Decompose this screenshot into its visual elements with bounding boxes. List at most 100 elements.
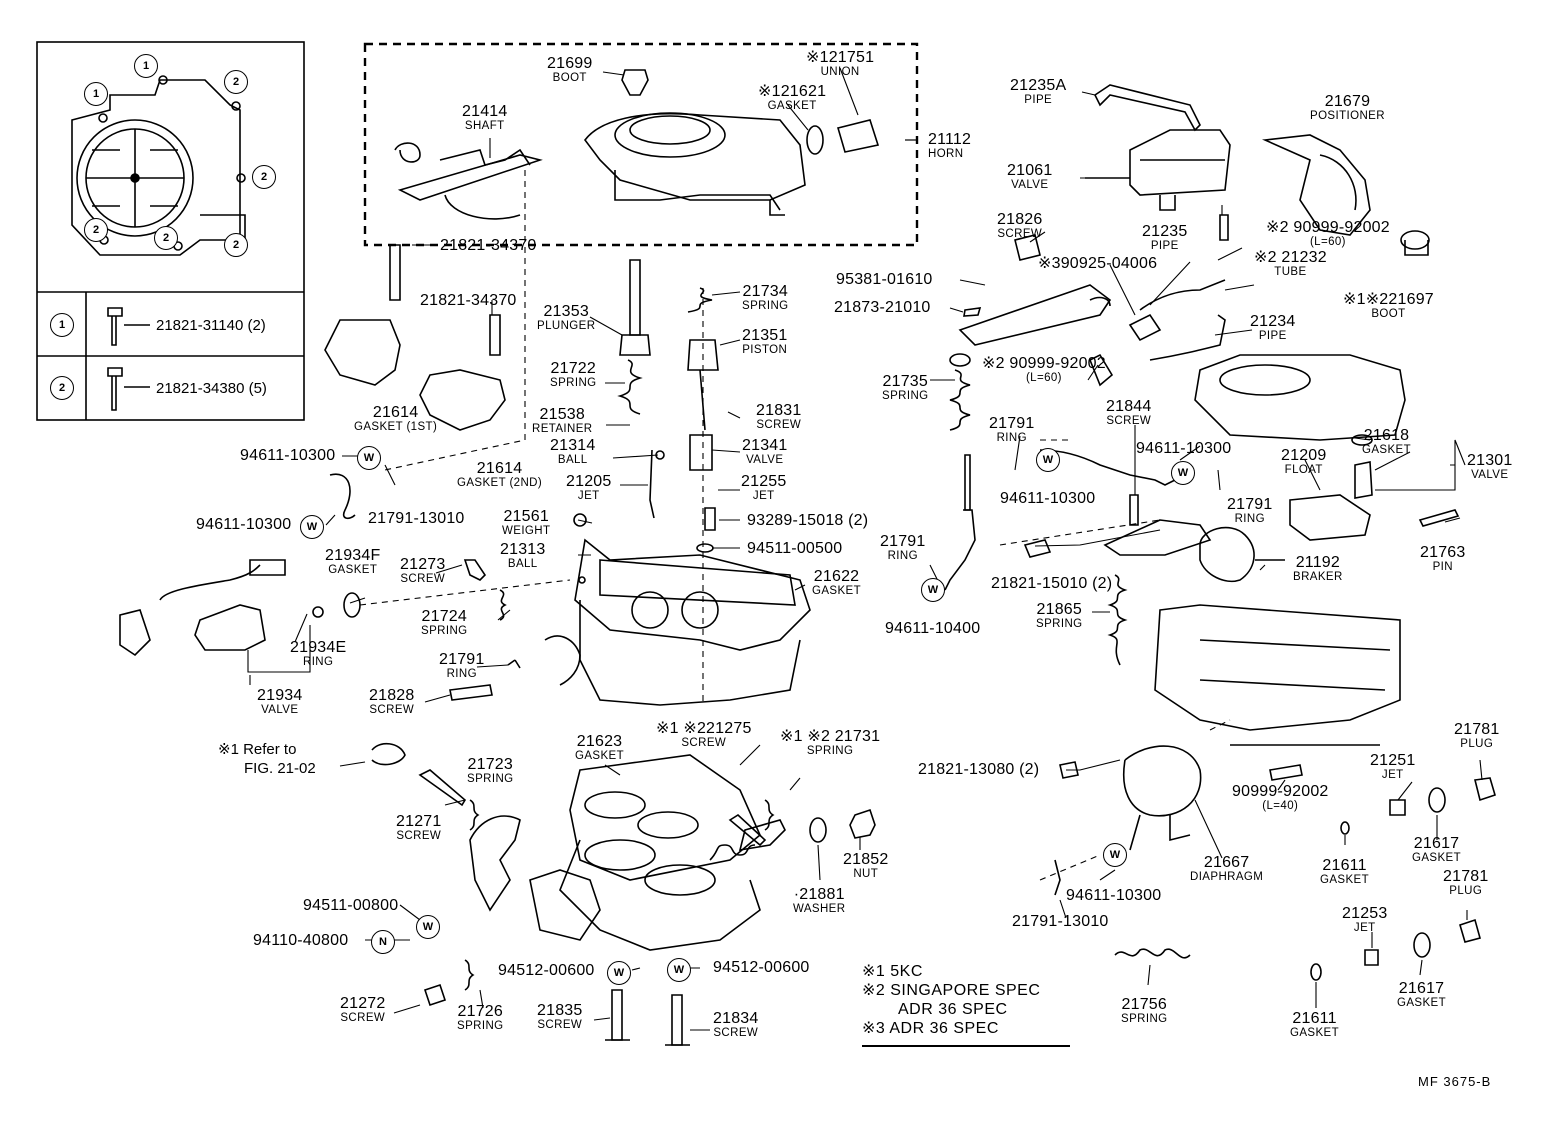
note-2b: ADR 36 SPEC bbox=[898, 1001, 1008, 1018]
washer-mark: W bbox=[1036, 448, 1060, 472]
refer-note-line2: FIG. 21-02 bbox=[244, 760, 316, 777]
callout-2-bm: 2 bbox=[154, 226, 178, 250]
note-3: ※3 ADR 36 SPEC bbox=[862, 1020, 999, 1037]
washer-mark: W bbox=[1171, 461, 1195, 485]
inset-frame bbox=[36, 41, 305, 421]
row-1-bolt-label: 21821-31140 (2) bbox=[156, 317, 266, 334]
spec-notes: ※1 5KC ※2 SINGAPORE SPEC ADR 36 SPEC ※3 … bbox=[862, 962, 1040, 1038]
part-94611-10300-a: 94611-10300 bbox=[240, 447, 336, 464]
note-1: ※1 5KC bbox=[862, 963, 923, 980]
left-parts bbox=[119, 244, 506, 657]
part-94512-00600-a: 94512-00600 bbox=[498, 962, 595, 979]
center-stack bbox=[449, 259, 811, 706]
part-94611-10300-e: 94611-10300 bbox=[1066, 887, 1162, 904]
horn-box bbox=[363, 42, 919, 247]
part-94511-00800: 94511-00800 bbox=[303, 897, 399, 914]
part-94110-40800: 94110-40800 bbox=[253, 932, 349, 949]
washer-mark: W bbox=[1103, 843, 1127, 867]
leader-lines bbox=[247, 67, 1483, 1031]
washer-mark: W bbox=[300, 515, 324, 539]
part-21821-13080: 21821-13080 (2) bbox=[918, 761, 1040, 778]
callout-1-top: 1 bbox=[134, 54, 158, 78]
nut-mark: N bbox=[371, 930, 395, 954]
part-21873-21010: 21873-21010 bbox=[834, 299, 931, 316]
callout-2-bl: 2 bbox=[84, 218, 108, 242]
washer-mark: W bbox=[667, 958, 691, 982]
row-2-bolt-label: 21821-34380 (5) bbox=[156, 380, 267, 397]
row-1-callout: 1 bbox=[50, 313, 74, 337]
part-90925-04006: ※390925-04006 bbox=[1038, 255, 1158, 272]
part-94611-10300-b: 94611-10300 bbox=[196, 516, 292, 533]
part-21791-13010-a: 21791-13010 bbox=[368, 510, 465, 527]
part-94611-10300-c: 94611-10300 bbox=[1136, 440, 1232, 457]
washer-mark: W bbox=[357, 446, 381, 470]
part-21821-15010: 21821-15010 (2) bbox=[991, 575, 1113, 592]
washer-mark: W bbox=[416, 915, 440, 939]
part-21791-13010-b: 21791-13010 bbox=[1012, 913, 1109, 930]
part-95381-01610: 95381-01610 bbox=[836, 271, 933, 288]
throttle-flange-drawing bbox=[71, 75, 246, 256]
callout-2-top: 2 bbox=[224, 70, 248, 94]
washer-mark: W bbox=[607, 961, 631, 985]
row-2-callout: 2 bbox=[50, 376, 74, 400]
callout-2-br: 2 bbox=[224, 233, 248, 257]
part-94611-10300-d: 94611-10300 bbox=[1000, 490, 1096, 507]
right-parts bbox=[944, 84, 1496, 981]
figure-code: MF 3675-B bbox=[1418, 1074, 1492, 1089]
part-90999-92002-b: ※2 90999-92002(L=60) bbox=[982, 355, 1106, 384]
part-21821-34370-a: 21821-34370 bbox=[440, 237, 537, 254]
note-2: ※2 SINGAPORE SPEC bbox=[862, 982, 1041, 999]
callout-2-right: 2 bbox=[252, 165, 276, 189]
part-94512-00600-b: 94512-00600 bbox=[713, 959, 810, 976]
part-93289-15018: 93289-15018 (2) bbox=[747, 512, 869, 529]
